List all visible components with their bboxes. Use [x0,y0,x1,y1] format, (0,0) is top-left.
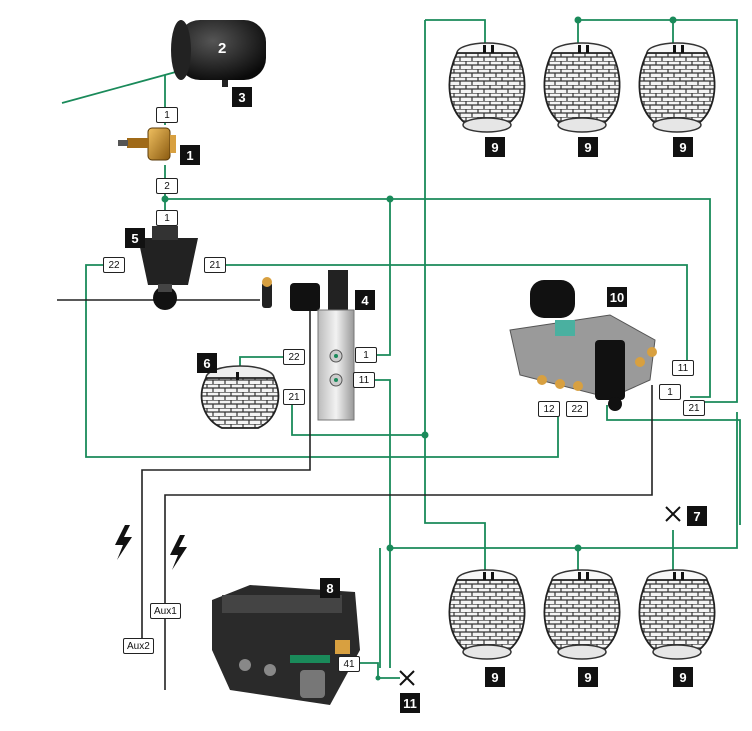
lightning-icons [115,525,187,570]
tag-5: 5 [125,228,145,248]
bellow-9-bottom-1 [448,569,526,660]
port-v4-22: 22 [283,349,305,365]
exhaust-crosses [399,506,681,686]
bellow-9-top-2 [543,42,621,133]
tag-9-bottom-1: 9 [485,667,505,687]
tag-3: 3 [232,87,252,107]
port-v5-22: 22 [103,257,125,273]
bellow-9-top-3 [638,42,716,133]
port-v5-21: 21 [204,257,226,273]
port-v10-22: 22 [566,401,588,417]
leveling-valve-icon [138,226,198,310]
bellow-9-bottom-3 [638,569,716,660]
air-tank-icon [171,20,266,87]
tag-4: 4 [355,290,375,310]
port-v4-11: 11 [353,372,375,388]
port-v10-12: 12 [538,401,560,417]
tag-9-top-1: 9 [485,137,505,157]
tag-9-top-2: 9 [578,137,598,157]
height-sensor-icon [262,277,272,308]
port-v10-21: 21 [683,400,705,416]
tag-7: 7 [687,506,707,526]
port-ecu-aux2: Aux2 [123,638,154,654]
bellow-9-bottom-2 [543,569,621,660]
junction-dots [161,16,677,681]
ecu-modulator-icon [212,585,360,705]
port-ecu-aux1: Aux1 [150,603,181,619]
port-v1-in: 1 [156,107,178,123]
solenoid-valve-icon [290,270,355,421]
lift-axle-bellow-icon [200,365,280,429]
port-ecu-41: 41 [338,656,360,672]
tag-6: 6 [197,353,217,373]
port-v5-in: 1 [156,210,178,226]
port-v4-21: 21 [283,389,305,405]
bellow-9-top-1 [448,42,526,133]
tank-number: 2 [218,40,227,57]
tag-9-bottom-2: 9 [578,667,598,687]
lift-axle-valve-icon [509,280,657,411]
pressure-limiting-valve-icon [118,127,176,161]
tag-11: 11 [400,693,420,713]
port-v1-out: 2 [156,178,178,194]
port-v10-11: 11 [672,360,694,376]
tag-10: 10 [607,287,627,307]
pneumatic-lines [61,19,741,679]
port-v10-1: 1 [659,384,681,400]
port-v4-1: 1 [355,347,377,363]
tag-1: 1 [180,145,200,165]
tag-9-top-3: 9 [673,137,693,157]
tag-8: 8 [320,578,340,598]
tag-9-bottom-3: 9 [673,667,693,687]
